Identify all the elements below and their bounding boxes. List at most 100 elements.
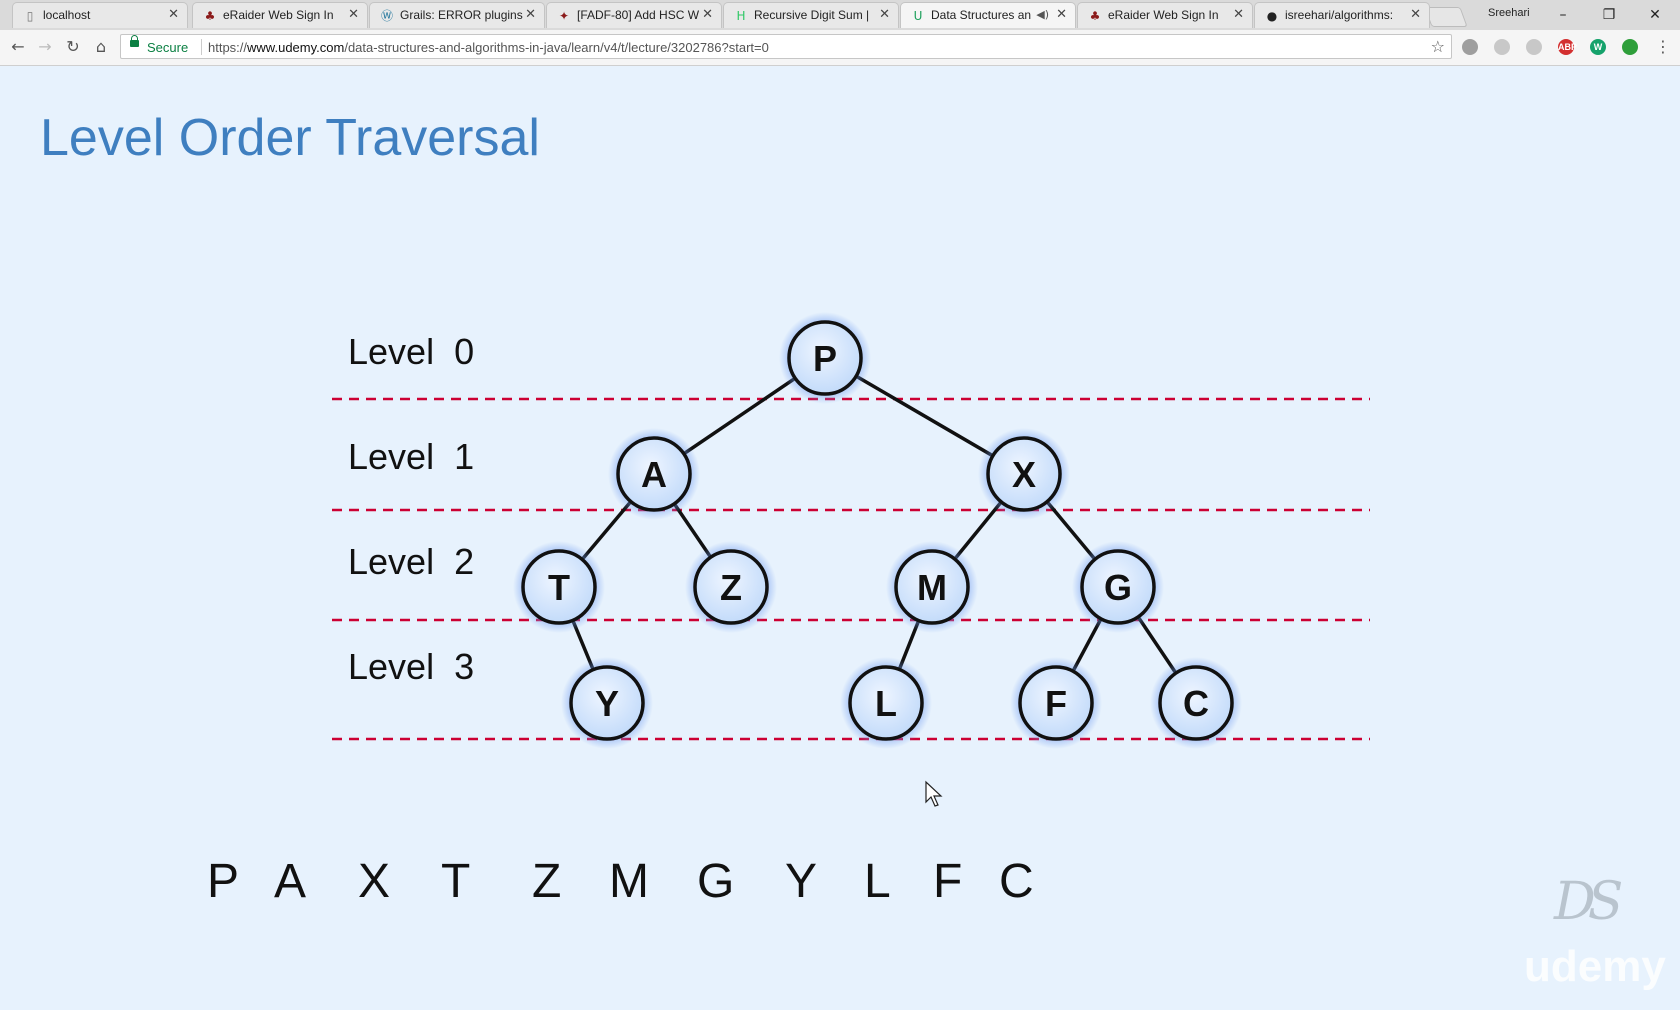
tab-close-icon[interactable]: ✕ [879, 7, 890, 22]
back-icon[interactable]: ← [11, 37, 25, 56]
tree-node-Z: Z [685, 541, 777, 633]
browser-tab[interactable]: ✦ [FADF-80] Add HSC W✕ [546, 2, 722, 28]
mouse-cursor-icon [925, 780, 943, 807]
level-label: Level 3 [348, 646, 475, 687]
ttu-icon: ♣ [204, 9, 216, 23]
traversal-item: X [358, 855, 391, 908]
adblock-plus-icon[interactable]: ABP [1558, 39, 1577, 55]
forward-icon[interactable]: → [38, 37, 52, 56]
traversal-item: C [999, 855, 1034, 908]
traversal-item: G [697, 855, 735, 908]
tab-title: Grails: ERROR plugins [400, 8, 523, 22]
ds-watermark-logo: DS [1554, 872, 1623, 932]
traversal-item: L [864, 855, 891, 908]
level-label: Level 1 [348, 436, 475, 477]
tree-node-L: L [840, 657, 932, 749]
tab-close-icon[interactable]: ✕ [702, 7, 713, 22]
level-label: Level 0 [348, 331, 475, 372]
page-icon: ▯ [26, 9, 34, 23]
tree-node-label: G [1104, 567, 1132, 608]
address-separator [201, 39, 202, 55]
slide-title: Level Order Traversal [40, 109, 540, 167]
new-tab-button[interactable] [1424, 7, 1468, 27]
browser-tab[interactable]: ● isreehari/algorithms: ✕ [1254, 2, 1430, 28]
browser-toolbar: ← → ↻ ⌂ Secure https://www.udemy.com/dat… [0, 30, 1680, 66]
tab-close-icon[interactable]: ✕ [1410, 7, 1421, 22]
url-scheme: https:// [208, 40, 248, 55]
tree-node-label: P [813, 338, 837, 379]
tree-node-X: X [978, 428, 1070, 520]
tree-node-label: L [875, 683, 897, 724]
tree-node-label: Z [720, 567, 742, 608]
tree-node-label: A [641, 454, 667, 495]
tab-close-icon[interactable]: ✕ [1233, 7, 1244, 22]
traversal-item: T [441, 855, 471, 908]
tab-title: isreehari/algorithms: [1285, 8, 1394, 22]
lock-icon [130, 35, 139, 47]
tree-node-F: F [1010, 657, 1102, 749]
tab-title: [FADF-80] Add HSC W [577, 8, 700, 22]
profile-name[interactable]: Sreehari [1488, 7, 1530, 19]
extension-speaker-icon[interactable] [1622, 39, 1638, 55]
address-bar[interactable]: Secure https://www.udemy.com/data-struct… [120, 34, 1452, 59]
tab-title: Data Structures an [931, 8, 1032, 22]
browser-tab[interactable]: ▯ localhost ✕ [12, 2, 188, 28]
browser-tab[interactable]: ♣ eRaider Web Sign In ✕ [1077, 2, 1253, 28]
binary-tree-diagram: P A X T Z M G Y L F C [332, 312, 1370, 749]
traversal-item: A [274, 855, 307, 908]
audio-playing-icon[interactable]: ◀) [1036, 8, 1049, 21]
tree-node-label: F [1045, 683, 1067, 724]
url-host: www.udemy.com [247, 40, 345, 55]
secure-label: Secure [147, 40, 189, 55]
browser-tab[interactable]: Ⓦ Grails: ERROR plugins✕ [369, 2, 545, 28]
tab-title: eRaider Web Sign In [1108, 8, 1219, 22]
tab-close-icon[interactable]: ✕ [168, 7, 179, 22]
ttu-icon: ♣ [1089, 9, 1101, 23]
tree-node-G: G [1072, 541, 1164, 633]
browser-tab[interactable]: ♣ eRaider Web Sign In ✕ [192, 2, 368, 28]
udemy-watermark: udemy [1524, 942, 1666, 991]
tab-close-icon[interactable]: ✕ [525, 7, 536, 22]
bookmark-star-icon[interactable]: ☆ [1430, 37, 1445, 56]
tree-node-T: T [513, 541, 605, 633]
browser-tab[interactable]: H Recursive Digit Sum | ✕ [723, 2, 899, 28]
tree-node-P: P [779, 312, 871, 404]
extension-2-icon[interactable] [1494, 39, 1510, 55]
tab-title: localhost [43, 8, 91, 22]
reload-icon[interactable]: ↻ [66, 37, 80, 56]
tree-node-label: X [1012, 454, 1036, 495]
url-text[interactable]: https://www.udemy.com/data-structures-an… [208, 40, 769, 55]
github-icon: ● [1266, 9, 1278, 23]
tree-node-M: M [886, 541, 978, 633]
minimize-icon[interactable]: – [1559, 7, 1567, 23]
home-icon[interactable]: ⌂ [95, 37, 107, 56]
tree-node-A: A [608, 428, 700, 520]
tree-node-C: C [1150, 657, 1242, 749]
url-path: /data-structures-and-algorithms-in-java/… [344, 40, 769, 55]
tree-node-label: M [917, 567, 947, 608]
tab-title: eRaider Web Sign In [223, 8, 334, 22]
traversal-item: F [933, 855, 963, 908]
tab-close-icon[interactable]: ✕ [348, 7, 359, 22]
traversal-item: P [207, 855, 240, 908]
traversal-item: Y [785, 855, 818, 908]
extension-1-icon[interactable] [1462, 39, 1478, 55]
jira-icon: ✦ [558, 9, 570, 23]
traversal-item: Z [532, 855, 562, 908]
restore-icon[interactable]: ❐ [1602, 7, 1616, 23]
wordpress-icon: Ⓦ [380, 9, 393, 23]
menu-icon[interactable]: ⋮ [1655, 37, 1671, 56]
tree-node-Y: Y [561, 657, 653, 749]
hackerrank-icon: H [736, 9, 746, 23]
tab-title: Recursive Digit Sum | [754, 8, 870, 22]
traversal-item: M [609, 855, 649, 908]
tab-close-icon[interactable]: ✕ [1056, 7, 1067, 22]
extension-3-icon[interactable] [1526, 39, 1542, 55]
grammarly-icon[interactable]: W [1590, 39, 1606, 55]
tree-node-label: T [548, 567, 570, 608]
tree-node-label: C [1183, 683, 1209, 724]
close-window-icon[interactable]: ✕ [1649, 7, 1661, 23]
